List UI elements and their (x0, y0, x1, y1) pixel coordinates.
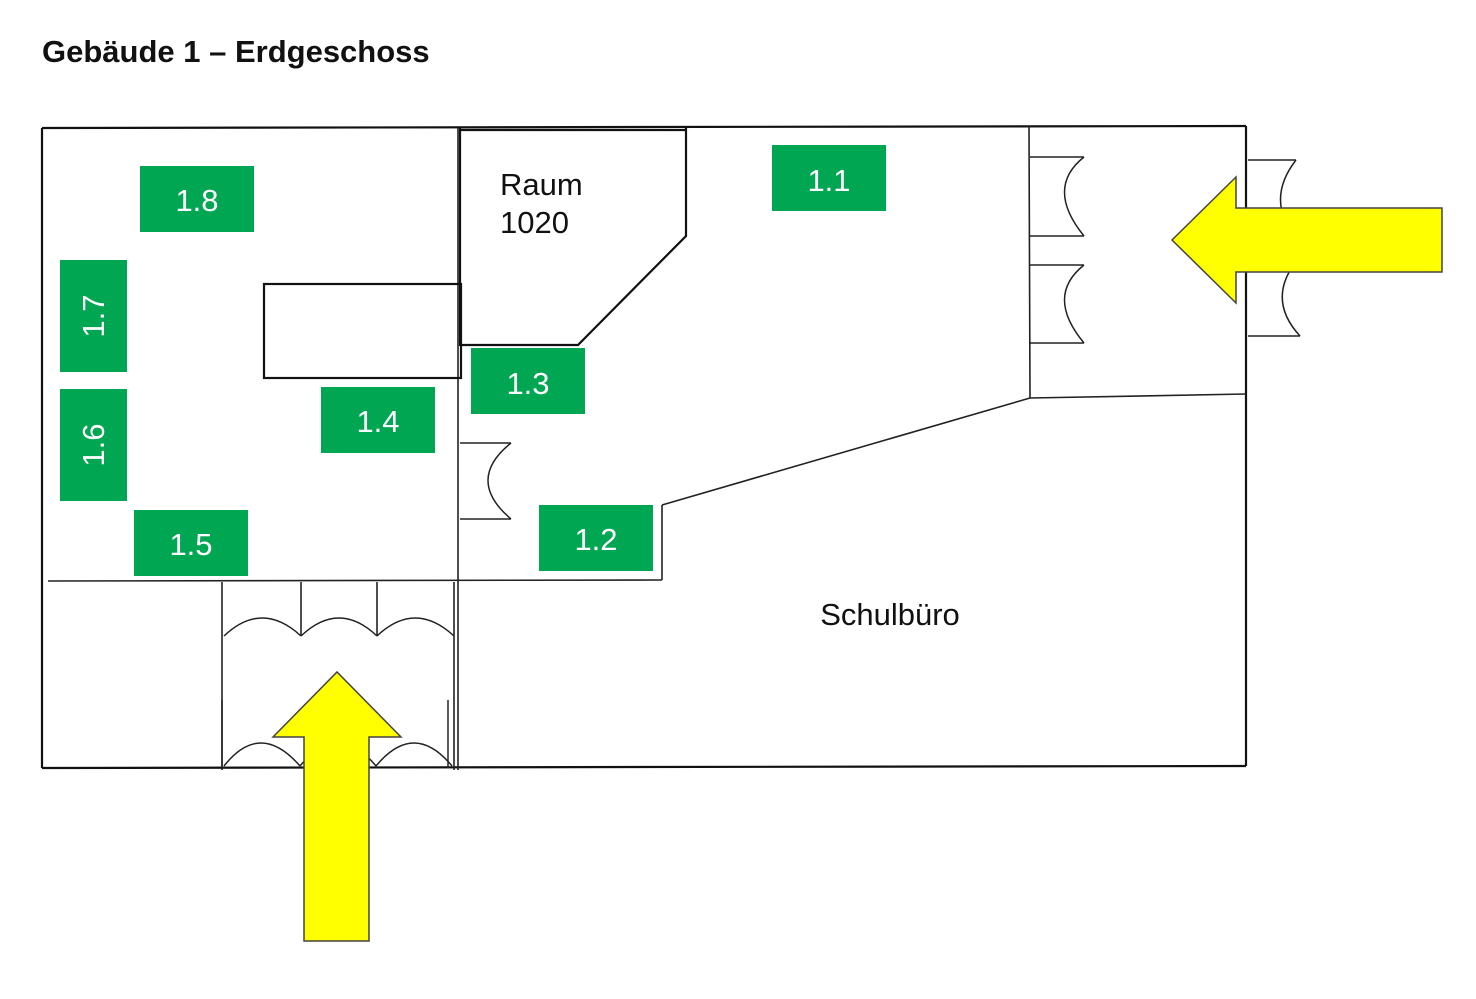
door-swing-icon (221, 156, 1301, 768)
station-label: 1.8 (175, 183, 218, 218)
station-box (321, 387, 435, 453)
station-1-6: 1.6 (60, 389, 127, 501)
station-1-2: 1.2 (539, 505, 653, 571)
station-1-1: 1.1 (772, 145, 886, 211)
station-label: 1.2 (574, 522, 617, 557)
station-1-5: 1.5 (134, 510, 248, 576)
room-1020: Raum 1020 (458, 128, 688, 347)
station-label: 1.3 (506, 366, 549, 401)
station-1-3: 1.3 (471, 348, 585, 414)
entrance-arrow-icon (271, 670, 403, 942)
station-label: 1.7 (76, 294, 111, 337)
room-label-line1: Raum (500, 167, 583, 202)
room-label-line2: 1020 (500, 205, 569, 240)
station-box (140, 166, 254, 232)
station-box (539, 505, 653, 571)
station-label: 1.6 (76, 423, 111, 466)
station-1-8: 1.8 (140, 166, 254, 232)
station-label: 1.5 (169, 527, 212, 562)
office-label: Schulbüro (820, 597, 960, 632)
station-box (471, 348, 585, 414)
station-box (60, 389, 127, 501)
station-label: 1.4 (356, 404, 399, 439)
station-box (772, 145, 886, 211)
interior-walls (47, 125, 1247, 770)
station-1-7: 1.7 (60, 260, 127, 372)
station-box (134, 510, 248, 576)
station-1-4: 1.4 (321, 387, 435, 453)
page-title: Gebäude 1 – Erdgeschoss (42, 34, 430, 69)
entrance-arrow-icon (1170, 175, 1443, 305)
station-label: 1.1 (807, 163, 850, 198)
counter-table (262, 282, 463, 380)
station-box (60, 260, 127, 372)
